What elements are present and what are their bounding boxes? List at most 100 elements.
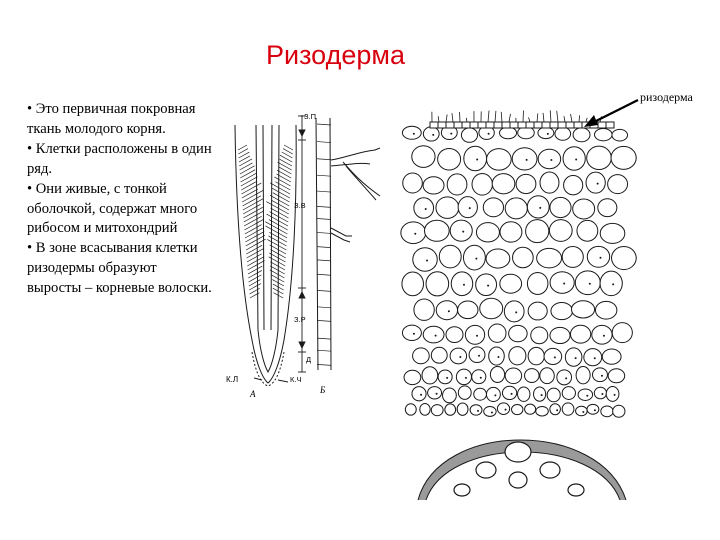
rhizoderm-cell	[525, 121, 535, 129]
cortex-cell	[479, 297, 504, 320]
root-hair-line	[245, 234, 266, 247]
rhizoderm-cell	[541, 121, 551, 129]
rhizoderm-hair	[549, 110, 552, 123]
cortex-cell	[549, 196, 572, 219]
root-hair-line	[272, 192, 290, 203]
figure-letter-a: А	[249, 389, 256, 399]
cortex-cell	[488, 346, 505, 366]
root-hair-line	[274, 176, 291, 187]
cortex-cell	[475, 273, 498, 297]
cortex-cell	[546, 387, 561, 403]
cortex-cell	[548, 219, 573, 242]
root-hair-line	[239, 165, 255, 175]
cell-dot	[593, 357, 596, 360]
cortex-cell	[501, 385, 518, 401]
root-hair-line	[242, 198, 264, 211]
cortex-cell	[577, 388, 594, 401]
strip-cell-wall	[316, 190, 332, 193]
root-hair-line	[238, 148, 249, 155]
cortex-cell	[611, 322, 633, 344]
cell-dot	[478, 354, 481, 357]
root-tip-longitudinal-figure	[234, 124, 297, 387]
cortex-cell	[449, 347, 468, 365]
cortex-cell	[586, 403, 600, 415]
cortex-cell	[593, 127, 613, 142]
rhizoderm-hair	[508, 113, 511, 123]
root-hair-line	[268, 235, 287, 247]
cortex-cell	[413, 298, 435, 321]
root-hair-line	[270, 261, 286, 271]
cortex-cell	[435, 300, 459, 321]
strip-cell-wall	[316, 349, 332, 352]
rhizoderm-cell	[565, 121, 575, 129]
cortex-cell	[594, 300, 618, 320]
cortex-cell	[425, 271, 450, 297]
rhizoderm-hair	[556, 110, 559, 123]
root-hair-line	[242, 195, 262, 207]
cortex-cell	[485, 386, 501, 403]
cell-dot	[468, 207, 471, 210]
cortex-cell	[457, 300, 479, 320]
cortex-cell	[421, 366, 439, 385]
cell-dot	[599, 256, 602, 259]
cell-dot	[575, 158, 578, 161]
cortex-cell	[526, 271, 549, 295]
bullet-item: • Это первичная покровная ткань молодого…	[27, 101, 196, 137]
root-hair-line	[241, 190, 264, 203]
cortex-cell	[438, 244, 462, 269]
strip-cell-wall	[316, 232, 332, 234]
cell-dot	[582, 410, 585, 413]
cell-dot	[494, 394, 497, 397]
strip-cell-wall	[316, 218, 332, 220]
cell-dot	[588, 282, 591, 285]
cortex-cell	[511, 147, 538, 171]
root-hair-line	[276, 173, 292, 183]
root-hair-line	[270, 249, 286, 259]
root-hair-line	[270, 207, 289, 219]
cortex-cell	[572, 198, 596, 220]
root-hair-line	[269, 252, 286, 263]
cortex-cell	[430, 346, 448, 364]
cortex-cell	[413, 197, 435, 219]
rhizoderm-hair	[578, 115, 580, 123]
cell-dot	[540, 394, 543, 397]
cortex-cell	[463, 145, 488, 172]
cortex-cell	[471, 369, 487, 385]
rhizoderm-hair	[465, 117, 468, 123]
cortex-cell	[485, 248, 511, 269]
cortex-cell	[483, 406, 497, 417]
cortex-cell	[491, 173, 516, 195]
cortex-cell	[442, 387, 457, 404]
cell-dot	[612, 283, 615, 286]
cortex-cell	[457, 196, 478, 219]
cortex-cell	[583, 348, 603, 367]
root-hair-line	[269, 211, 289, 223]
root-hair-line	[270, 265, 285, 275]
strip-cell-wall	[316, 290, 332, 292]
root-hair-line	[241, 181, 257, 191]
cortex-cell	[549, 403, 561, 416]
root-hair-line	[245, 231, 265, 243]
zone-label-zp: З.П	[304, 112, 316, 121]
root-hair-line	[249, 288, 260, 295]
cell-dot	[450, 132, 453, 135]
xylem-vessel	[475, 461, 497, 479]
cortex-cell	[455, 368, 472, 386]
strip-cell-wall	[316, 273, 332, 276]
zone-label-kl: К.Л	[226, 375, 238, 384]
cell-dot	[574, 357, 577, 360]
rhizoderm-cell	[509, 121, 519, 129]
cortex-cell	[504, 367, 523, 385]
cell-dot	[464, 376, 467, 379]
strip-cell-wall	[316, 141, 332, 143]
rhizoderm-cell	[477, 121, 487, 129]
cortex-cell	[600, 405, 614, 418]
cortex-cell	[524, 368, 540, 383]
cortex-cell	[525, 219, 550, 244]
cell-dot	[434, 334, 437, 337]
root-hair-line	[243, 215, 262, 227]
rhizoderm-cell	[485, 121, 495, 129]
cortex-cell	[401, 271, 425, 297]
cortex-cell	[533, 386, 547, 402]
root-hair-line	[272, 287, 284, 295]
